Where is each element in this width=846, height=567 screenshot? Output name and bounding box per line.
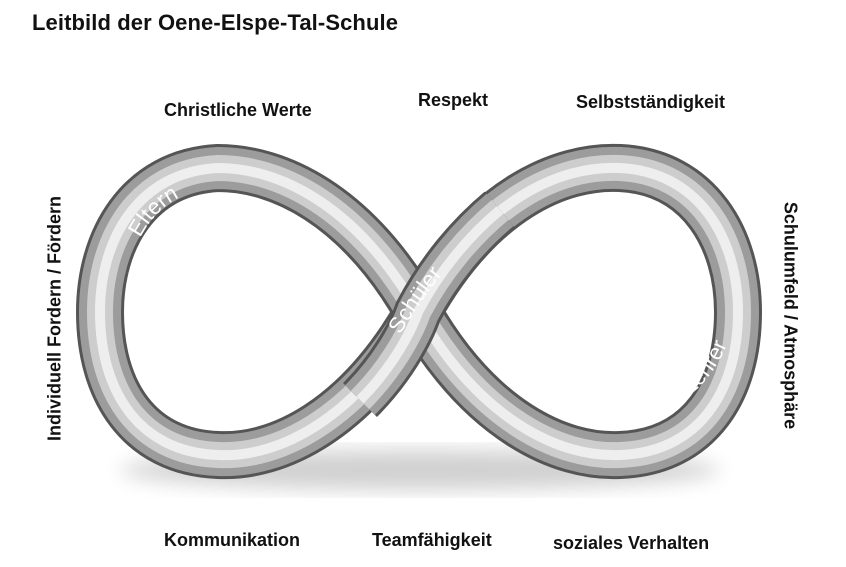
value-selbststaendigkeit: Selbstständigkeit [576,92,726,112]
value-respekt: Respekt [418,90,489,110]
crossing-highlight [356,206,504,404]
value-kommunikation: Kommunikation [164,530,301,550]
value-teamfaehigkeit: Teamfähigkeit [372,530,492,550]
value-christliche-werte: Christliche Werte [164,100,312,120]
page-title: Leitbild der Oene-Elspe-Tal-Schule [32,10,399,35]
value-soziales-verhalten: soziales Verhalten [553,533,710,553]
